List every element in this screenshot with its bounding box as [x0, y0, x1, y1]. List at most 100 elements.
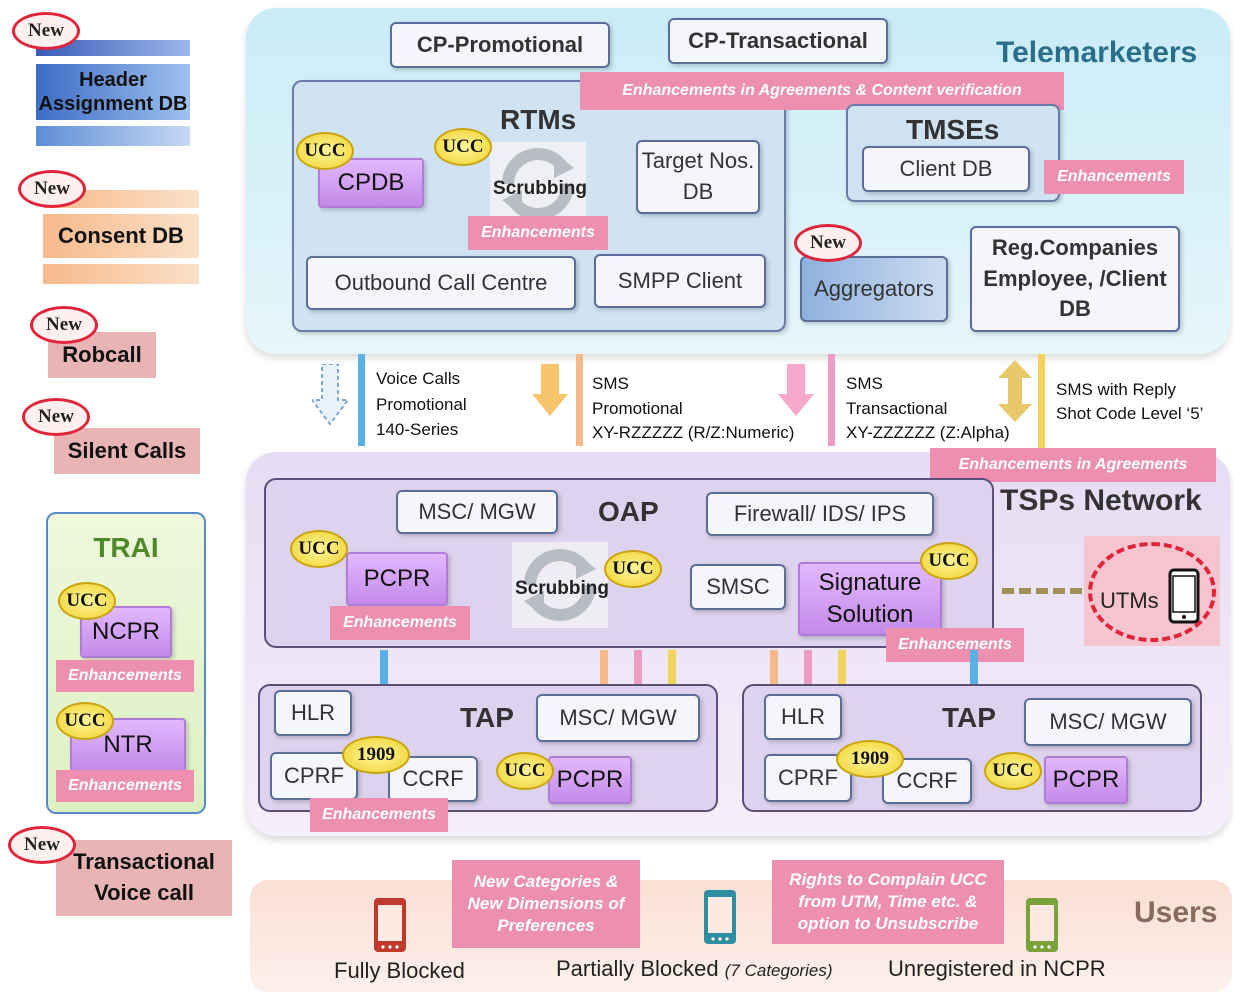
enhancements-agreements-content: Enhancements in Agreements & Content ver… [580, 72, 1064, 110]
legend-consent-db: Consent DB [43, 214, 199, 258]
outbound-call-centre-box: Outbound Call Centre [306, 256, 576, 310]
enhancements-ntr: Enhancements [56, 770, 194, 802]
sms-promo-line-1: SMS [592, 374, 629, 393]
signature-solution-box: Signature Solution [798, 562, 942, 636]
new-badge-silent-calls: New [22, 398, 90, 436]
ucc-badge-ntr: UCC [56, 702, 114, 740]
rtms-title: RTMs [500, 104, 577, 135]
ucc-badge-ncpr: UCC [58, 582, 116, 620]
pcpr-box-tap-right: PCPR [1044, 756, 1128, 804]
msc-mgw-box-left: MSC/ MGW [536, 694, 700, 742]
ucc-badge-signature: UCC [920, 542, 978, 580]
down-arrow-voice-icon [310, 363, 350, 431]
oap-pcpr-box: PCPR [346, 552, 448, 606]
sms-trans-line-1: SMS [846, 374, 883, 393]
enhancements-ncpr: Enhancements [56, 660, 194, 692]
seven-categories-label: (7 Categories) [724, 961, 833, 980]
ucc-badge-scrubbing-rtm: UCC [434, 128, 492, 166]
sms-promo-text: SMS Promotional XY-RZZZZZ (R/Z:Numeric) [592, 372, 794, 446]
phone-unregistered-icon [1024, 896, 1060, 959]
ucc-badge-oap-pcpr: UCC [290, 530, 348, 568]
phone-partially-blocked-icon [702, 888, 738, 951]
legend-bar-top [36, 40, 190, 56]
phone-fully-blocked-icon [372, 896, 408, 959]
enhancements-oap-pcpr: Enhancements [330, 606, 470, 640]
oap-tap-connector-yellow-2 [838, 650, 846, 684]
cp-transactional-box: CP-Transactional [668, 18, 888, 64]
legend-transactional-voice: Transactional Voice call [56, 840, 232, 916]
oap-tap-connector-orange-2 [770, 650, 778, 684]
target-db-box: Target Nos. DB [636, 140, 760, 214]
voice-calls-line-1: Voice Calls [376, 369, 461, 388]
smsc-box: SMSC [690, 564, 786, 610]
legend-header-db: Header Assignment DB [36, 64, 190, 120]
scrubbing-cycle-icon [490, 142, 586, 226]
oap-title: OAP [598, 496, 659, 527]
down-arrow-trans-icon [778, 364, 814, 423]
ucc-badge-tap-right: UCC [984, 752, 1042, 790]
badge-1909-right: 1909 [836, 740, 904, 778]
rights-to-complain-box: Rights to Complain UCC from UTM, Time et… [772, 860, 1004, 944]
oap-tap-connector-yellow-1 [668, 650, 676, 684]
pcpr-box-tap-left: PCPR [548, 756, 632, 804]
telemarketers-title: Telemarketers [996, 36, 1198, 69]
utms-circle [1088, 542, 1216, 642]
hlr-box-left: HLR [274, 690, 352, 736]
legend-silent-calls: Silent Calls [54, 428, 200, 474]
users-panel [250, 880, 1232, 992]
scrubbing-label-rtm: Scrubbing [493, 178, 587, 199]
sms-trans-line [828, 354, 835, 446]
enhancements-tap-left: Enhancements [310, 798, 448, 832]
sms-trans-line-2: Transactional [846, 398, 948, 418]
oap-tap-connector-pink-1 [634, 650, 642, 684]
ucc-badge-cpdb: UCC [296, 132, 354, 170]
cp-promotional-box: CP-Promotional [390, 22, 610, 68]
sms-reply-line [1038, 354, 1045, 448]
down-arrow-promo-icon [532, 364, 568, 423]
reg-companies-box: Reg.Companies Employee, /Client DB [970, 226, 1180, 332]
ucc-badge-tap-left: UCC [496, 752, 554, 790]
legend-bar-bottom [43, 264, 199, 284]
fully-blocked-label: Fully Blocked [334, 958, 465, 983]
legend-bar-bottom [36, 126, 190, 146]
voice-calls-line-2: Promotional [376, 394, 467, 414]
enhancements-in-agreements: Enhancements in Agreements [930, 448, 1216, 482]
new-badge-header-db: New [12, 12, 80, 50]
tap-title-right: TAP [942, 702, 996, 733]
aggregators-box: Aggregators [800, 256, 948, 322]
sms-reply-line-1: SMS with Reply [1056, 380, 1176, 399]
firewall-box: Firewall/ IDS/ IPS [706, 492, 934, 536]
new-categories-box: New Categories & New Dimensions of Prefe… [452, 860, 640, 948]
sms-reply-line-2: Shot Code Level ‘5’ [1056, 403, 1204, 423]
hlr-box-right: HLR [764, 694, 842, 740]
bidirectional-arrow-icon [998, 360, 1032, 427]
voice-calls-text: Voice Calls Promotional 140-Series [376, 366, 467, 443]
scrubbing-cycle-icon-oap [512, 542, 608, 628]
partially-blocked-label: Partially Blocked [556, 956, 719, 981]
tmses-title: TMSEs [906, 114, 1000, 145]
legend-header-db-group: Header Assignment DB [36, 40, 192, 148]
smpp-client-box: SMPP Client [594, 254, 766, 308]
tap-title-left: TAP [460, 702, 514, 733]
utms-label: UTMs [1100, 588, 1159, 613]
enhancements-signature: Enhancements [886, 628, 1024, 662]
new-badge-consent-db: New [18, 170, 86, 208]
sms-promo-line-2: Promotional [592, 398, 683, 418]
new-badge-robcall: New [30, 306, 98, 344]
oap-tap-connector-blue [380, 650, 388, 684]
oap-tap-connector-blue-2 [970, 650, 978, 684]
oap-msc-mgw-box: MSC/ MGW [396, 490, 558, 534]
unregistered-label: Unregistered in NCPR [888, 956, 1106, 981]
scrubbing-label-oap: Scrubbing [515, 578, 609, 599]
enhancements-rtm: Enhancements [468, 216, 608, 250]
ucc-badge-oap-scrubbing: UCC [604, 550, 662, 588]
enhancements-tmses: Enhancements [1044, 160, 1184, 194]
sms-promo-line-3: XY-RZZZZZ (R/Z:Numeric) [592, 423, 795, 443]
new-badge-aggregators: New [794, 224, 862, 262]
trai-title: TRAI [93, 532, 159, 563]
oap-tap-connector-pink-2 [804, 650, 812, 684]
sms-promo-line [576, 354, 583, 446]
mobile-phone-icon [1168, 568, 1200, 629]
tsp-title: TSPs Network [1000, 484, 1202, 517]
partially-blocked-group: Partially Blocked (7 Categories) [556, 956, 832, 982]
